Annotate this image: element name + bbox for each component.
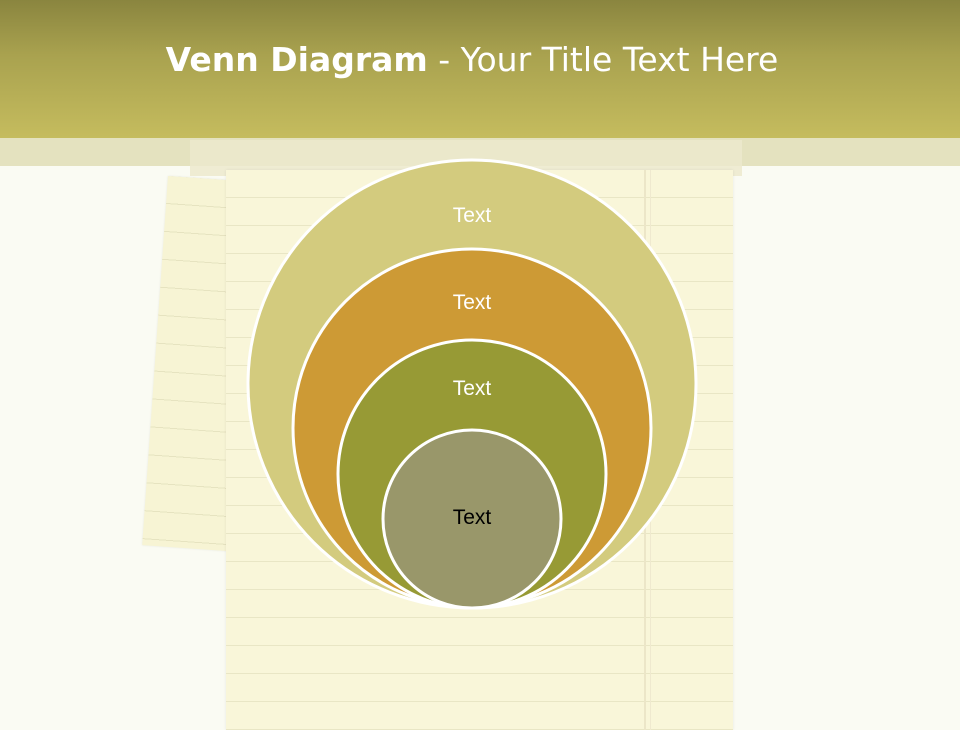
slide-title-bold: Venn Diagram [165,40,428,79]
venn-label-third[interactable]: Text [452,377,492,400]
venn-label-outer[interactable]: Text [452,204,492,227]
venn-label-second[interactable]: Text [452,291,492,314]
slide-title[interactable]: Venn Diagram - Your Title Text Here [0,40,944,79]
title-bar [0,0,960,138]
venn-label-inner[interactable]: Text [452,506,492,529]
slide-title-rest: - Your Title Text Here [427,40,779,79]
venn-circle-inner[interactable] [381,428,563,610]
